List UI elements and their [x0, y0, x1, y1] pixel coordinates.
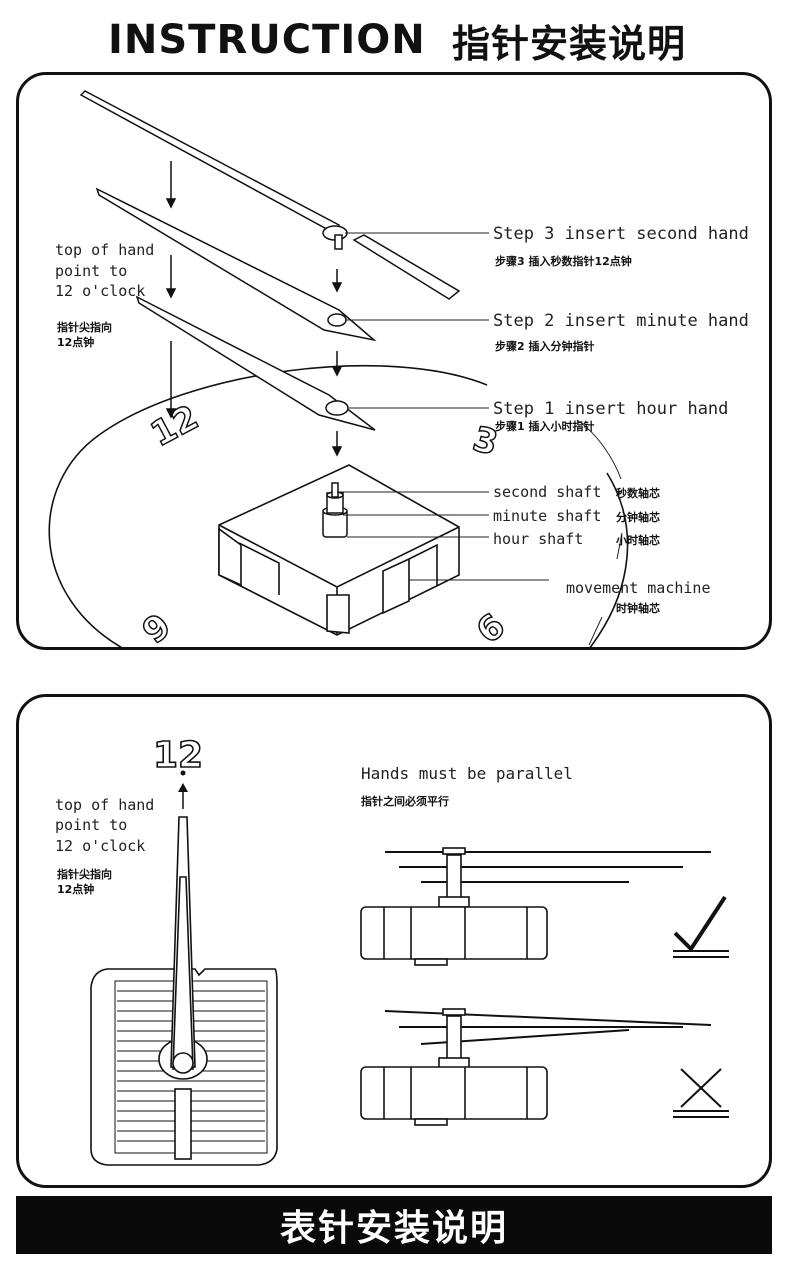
step2-label: Step 2 insert minute hand — [493, 311, 749, 331]
wrong-side-view — [360, 1008, 712, 1126]
movement-machine-label-zh: 时钟轴芯 — [616, 601, 660, 615]
movement-machine-label: movement machine — [566, 579, 711, 597]
clock-dial-outline-right — [589, 472, 629, 647]
installation-steps-panel: 12 3 9 6 — [16, 72, 772, 650]
alignment-panel: 12 top of hand point to 12 o'clock 指针尖指向… — [16, 694, 772, 1188]
second-shaft-label-zh: 秒数轴芯 — [616, 486, 660, 500]
down-arrows — [165, 161, 343, 457]
hour-shaft-label: hour shaft — [493, 530, 583, 548]
alignment-diagram: 12 top of hand point to 12 o'clock 指针尖指向… — [55, 734, 729, 1166]
p2-top-of-hand-line1: top of hand — [55, 796, 154, 814]
parallel-label-zh: 指针之间必须平行 — [361, 794, 449, 808]
p2-top-of-hand-zh-line2: 12点钟 — [57, 882, 94, 896]
step1-label: Step 1 insert hour hand — [493, 399, 728, 419]
minute-shaft-label: minute shaft — [493, 507, 601, 525]
hands-pointing-12 — [158, 816, 208, 1160]
step3-label: Step 3 insert second hand — [493, 224, 749, 244]
parallel-label: Hands must be parallel — [361, 764, 573, 783]
movement-box — [218, 464, 460, 636]
title-chinese: 指针安装说明 — [452, 21, 687, 66]
cross-mark-icon — [673, 1068, 729, 1118]
minute-hand — [95, 187, 377, 342]
minute-shaft-label-zh: 分钟轴芯 — [616, 510, 660, 524]
leader-lines — [337, 232, 623, 646]
step2-label-zh: 步骤2 插入分钟指针 — [495, 339, 594, 353]
installation-diagram: 12 3 9 6 — [48, 90, 749, 650]
p2-top-of-hand-zh-line1: 指针尖指向 — [57, 867, 112, 881]
hour-shaft-label-zh: 小时轴芯 — [615, 533, 660, 547]
p2-top-of-hand-line2: point to — [55, 816, 127, 834]
top-of-hand-zh-line1: 指针尖指向 — [57, 320, 112, 334]
second-shaft-label: second shaft — [493, 483, 601, 501]
second-hand — [79, 90, 461, 300]
p2-top-of-hand-line3: 12 o'clock — [55, 837, 145, 855]
title-english: INSTRUCTION — [108, 17, 426, 63]
step3-label-zh: 步骤3 插入秒数指针12点钟 — [495, 254, 632, 268]
check-mark-icon — [673, 895, 729, 958]
correct-side-view — [360, 847, 711, 966]
clock-dial-outline — [48, 364, 488, 647]
step1-label-zh: 步骤1 插入小时指针 — [495, 419, 594, 433]
top-of-hand-line1: top of hand — [55, 241, 154, 259]
twelve-marker: 12 — [153, 735, 203, 776]
top-of-hand-line2: point to — [55, 262, 127, 280]
dial-number-9: 9 — [135, 606, 179, 650]
movement-shafts — [322, 482, 348, 538]
top-of-hand-line3: 12 o'clock — [55, 282, 145, 300]
footer-banner: 表针安装说明 — [16, 1196, 772, 1254]
hour-hand — [135, 295, 376, 431]
top-of-hand-zh-line2: 12点钟 — [57, 335, 94, 349]
dial-number-6: 6 — [469, 606, 513, 650]
